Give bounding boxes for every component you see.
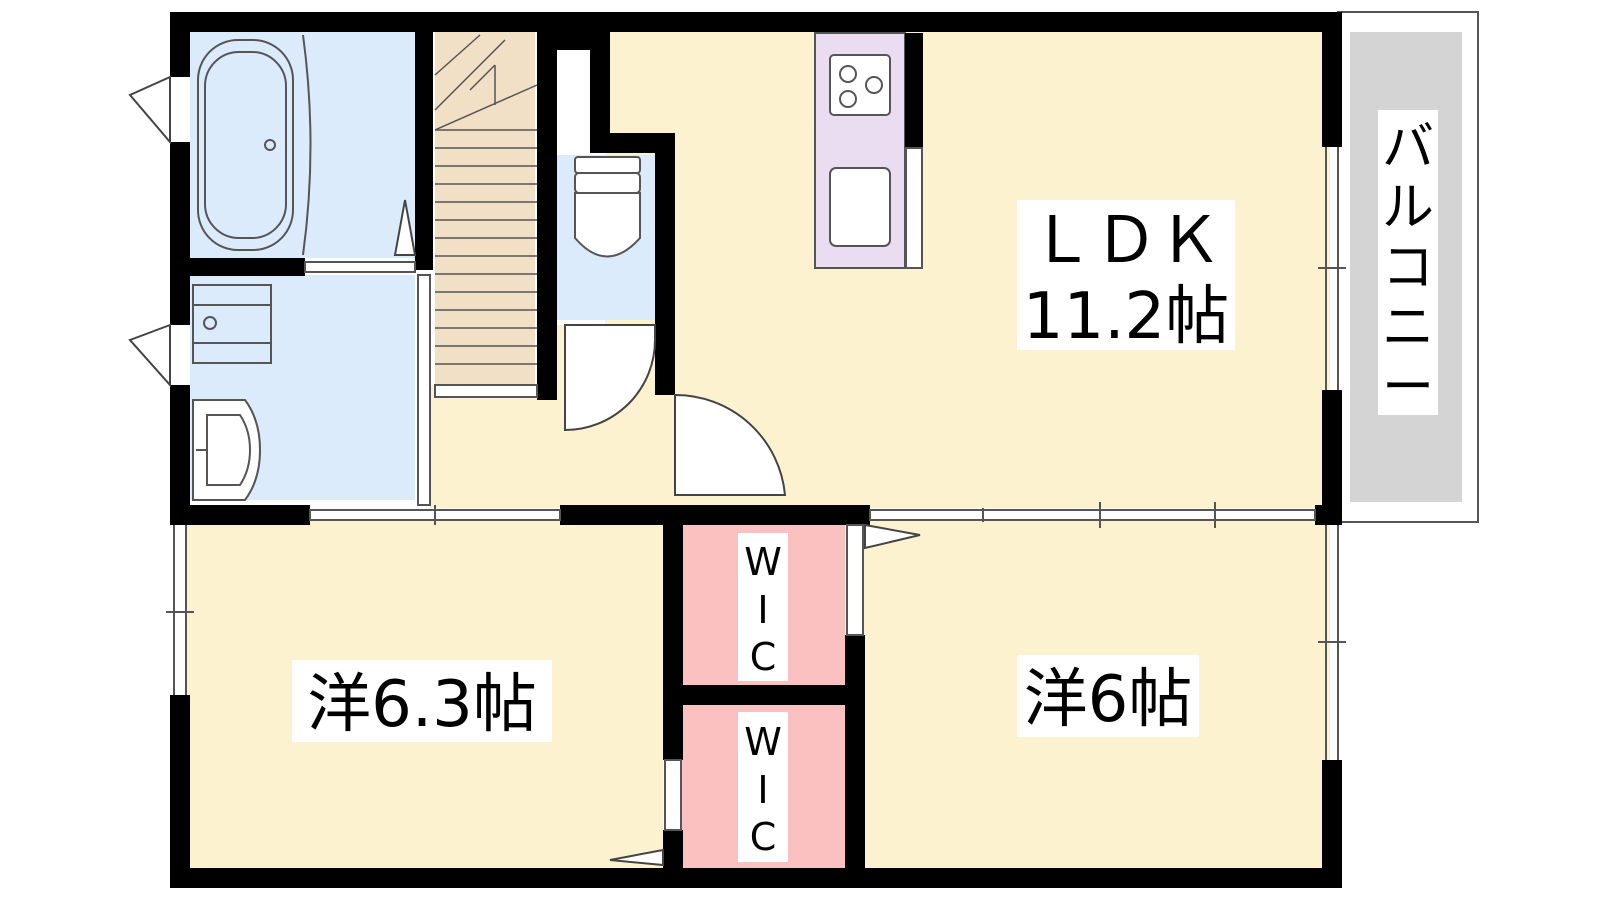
bathroom-floor	[190, 30, 415, 258]
stairs-floor	[435, 30, 535, 385]
ldk-label: ＬＤＫ 11.2帖	[1017, 200, 1235, 354]
washing-machine-icon	[192, 284, 272, 364]
walls	[170, 12, 1342, 888]
wic-lower-char-w: W	[744, 720, 782, 764]
wall-hall-mid	[655, 383, 675, 395]
wall-right-upper	[1322, 12, 1342, 147]
west-room-label-group: 洋6.3帖	[292, 660, 552, 742]
balcony-char-3: コ	[1382, 238, 1434, 298]
wic-upper-char-i: I	[757, 588, 768, 632]
sink-icon	[829, 167, 891, 247]
wall-row-divider-right	[1315, 505, 1342, 525]
wall-right-mid	[1322, 390, 1342, 525]
wall-bath-bottom	[190, 258, 305, 276]
wic-upper-char-w: W	[744, 540, 782, 584]
stove-icon	[829, 54, 891, 116]
door-swing-icon	[128, 75, 921, 867]
wall-ldk-notch	[590, 30, 610, 138]
wall-toilet-right	[655, 133, 675, 383]
wall-left-mid2	[170, 385, 190, 525]
wall-wic-left-lower	[663, 830, 683, 888]
wall-wic-right-upper	[845, 505, 865, 525]
wall-toilet-top	[590, 133, 675, 153]
stairs-icon	[434, 34, 538, 365]
wall-stairs-right	[537, 30, 557, 400]
wall-left-upper	[170, 12, 190, 77]
east-room-label-group: 洋6帖	[1017, 655, 1199, 737]
balcony-char-1: バ	[1382, 118, 1434, 178]
west-room-label: 洋6.3帖	[307, 668, 537, 742]
toilet-icon	[574, 156, 641, 258]
washbasin-icon	[192, 399, 262, 501]
balcony-label: バ ル コ ニ ー	[1378, 110, 1438, 418]
ldk-size: 11.2帖	[1023, 280, 1230, 354]
ldk-name: ＬＤＫ	[1030, 204, 1222, 278]
wall-wic-left	[663, 505, 683, 760]
wall-kitchen-end	[905, 33, 923, 148]
wall-bath-right	[415, 30, 433, 270]
wic-upper-char-c: C	[750, 635, 777, 679]
wall-left-lower	[170, 695, 190, 888]
wall-top	[170, 12, 1342, 32]
balcony-char-2: ル	[1382, 178, 1434, 238]
wall-row-divider-mid	[560, 505, 870, 525]
balcony-char-5: ー	[1382, 358, 1434, 418]
wall-wic-right	[845, 635, 865, 888]
wall-wic-middle	[663, 685, 863, 705]
wall-right-lower	[1322, 760, 1342, 888]
balcony-char-4: ニ	[1382, 298, 1434, 358]
bathtub-icon	[197, 34, 312, 256]
wic-lower-label: W I C	[738, 712, 788, 862]
wall-bottom	[170, 868, 1342, 888]
openings	[166, 147, 1346, 831]
wic-lower-char-i: I	[757, 768, 768, 812]
east-room-label: 洋6帖	[1024, 663, 1193, 737]
wall-row-divider-left	[170, 505, 310, 525]
wall-left-mid1	[170, 142, 190, 325]
wic-upper-label: W I C	[738, 533, 788, 681]
wic-lower-char-c: C	[750, 815, 777, 859]
